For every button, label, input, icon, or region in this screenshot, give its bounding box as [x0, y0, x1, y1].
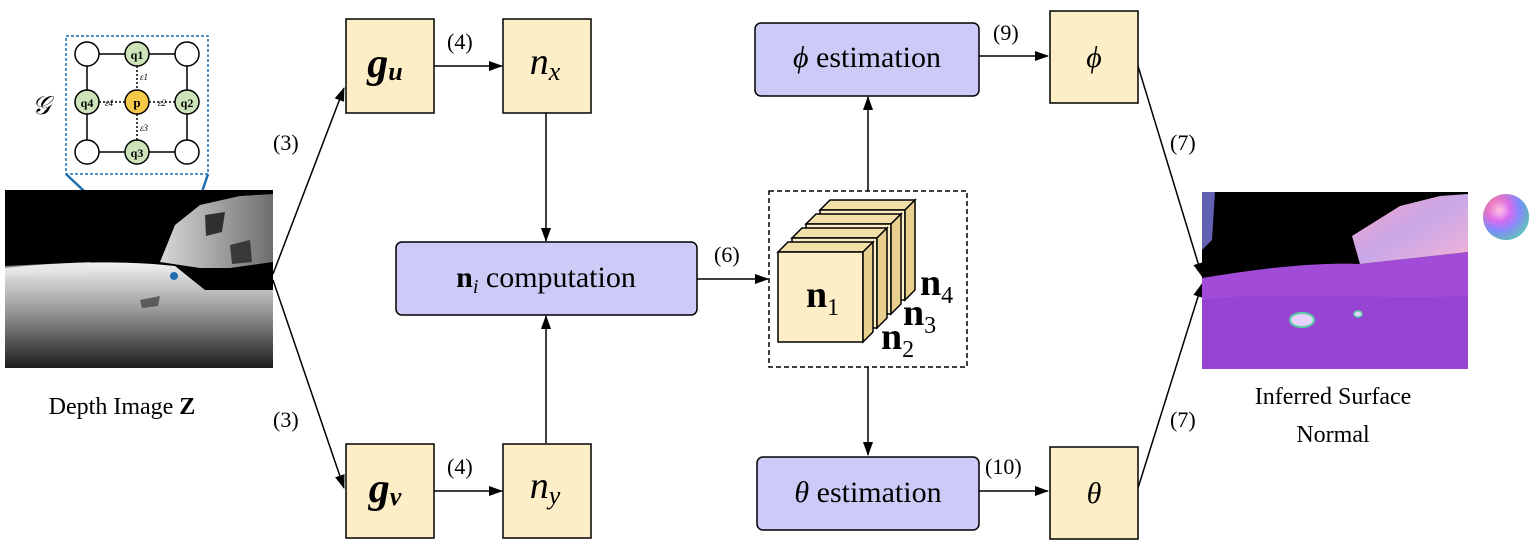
normal-color-legend-icon: [1483, 194, 1529, 240]
depth-caption: Depth Image Z: [49, 394, 196, 420]
graph-symbol: 𝒢: [32, 91, 55, 120]
box-nx: [502, 18, 592, 114]
output-caption-line1: Inferred Surface: [1255, 384, 1412, 410]
label-p: p: [133, 95, 140, 110]
graph-node-q4: [74, 89, 100, 115]
op-box-labels: ni computation ϕ estimation θ estimation: [456, 41, 941, 509]
edge-label-e3: ε3: [140, 123, 149, 133]
edge-label-e4: ε4: [105, 98, 114, 108]
stack-front-sheet: [777, 251, 864, 343]
edge-label-depth-gu: (3): [273, 130, 299, 155]
op-boxes: [395, 22, 980, 531]
graph-node-q3: [124, 139, 150, 165]
label-n1: n1: [806, 274, 839, 321]
value-boxes: [345, 10, 1139, 540]
normal-stack: n1 n2 n3 n4: [768, 190, 968, 368]
label-q2: q2: [181, 96, 194, 110]
edge-label-depth-gv: (3): [273, 407, 299, 432]
box-gu: [345, 18, 435, 114]
edge-label-phi-out: (9): [993, 20, 1019, 45]
neighborhood-graph: q1 q2 q3 q4 p ε1 ε2 ε3 ε4 𝒢: [32, 35, 209, 175]
graph-node-q1: [124, 41, 150, 67]
label-q4: q4: [81, 96, 94, 110]
arrow-phi-normal: [1137, 65, 1203, 277]
edge-label-phi-normal: (7): [1170, 130, 1196, 155]
box-theta-estimation: [756, 456, 980, 531]
box-gv: [345, 443, 435, 539]
label-phi-estimation: ϕ estimation: [793, 41, 941, 74]
edge-label-e2: ε2: [158, 98, 167, 108]
box-ni-computation: [395, 241, 698, 316]
graph-node-q2: [174, 89, 200, 115]
edge-labels: (3) (3) (4) (4) (6) (9) (10) (7) (7): [273, 20, 1196, 479]
box-theta: [1049, 446, 1139, 540]
depth-pixel-marker: [170, 272, 178, 280]
output-caption-line2: Normal: [1296, 422, 1370, 448]
arrow-theta-normal: [1137, 283, 1203, 489]
label-n4: n4: [920, 262, 953, 309]
label-q1: q1: [131, 48, 144, 62]
arrows: [272, 51, 1203, 496]
graph-node-p: [124, 89, 150, 115]
label-ny: ny: [530, 465, 561, 510]
edge-label-e1: ε1: [140, 72, 148, 82]
value-box-labels: gu gv nx ny ϕ θ: [366, 41, 1102, 512]
label-nx: nx: [530, 41, 561, 86]
label-q3: q3: [131, 146, 144, 160]
arrow-depth-gv: [272, 279, 345, 489]
edge-label-theta-normal: (7): [1170, 407, 1196, 432]
label-n2: n2: [881, 316, 914, 363]
depth-image: [5, 190, 273, 368]
label-phi: ϕ: [1086, 41, 1102, 74]
label-n3: n3: [903, 292, 936, 339]
label-theta-estimation: θ estimation: [794, 476, 941, 509]
edge-label-theta-out: (10): [985, 454, 1022, 479]
stack-frame: [768, 190, 968, 368]
box-phi: [1049, 10, 1139, 104]
edge-label-gv-ny: (4): [447, 454, 473, 479]
label-theta: θ: [1087, 477, 1102, 510]
surface-normal-image: [1202, 192, 1468, 369]
arrow-depth-gu: [272, 87, 345, 275]
edge-label-gu-nx: (4): [447, 29, 473, 54]
label-gu: gu: [366, 41, 402, 87]
label-gv: gv: [368, 466, 402, 512]
label-ni-computation: ni computation: [456, 261, 636, 298]
box-phi-estimation: [754, 22, 980, 97]
edge-label-ni-stack: (6): [714, 242, 740, 267]
box-ny: [502, 443, 592, 539]
